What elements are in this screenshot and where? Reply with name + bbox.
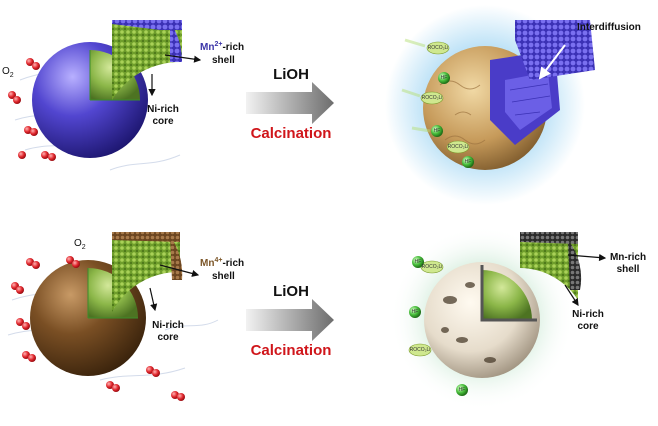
top-process-label: Calcination (250, 125, 332, 142)
top-hf-tag-3: HF (464, 159, 472, 165)
top-core-wedge (112, 20, 182, 100)
bottom-product-particle (390, 226, 607, 410)
top-rocoli-tag-2: ROCO₂Li (421, 95, 443, 101)
bottom-hf-tag-2: HF (411, 309, 419, 315)
bottom-byproduct-molecules (408, 256, 468, 396)
bottom-precursor-particle (7, 232, 219, 401)
bottom-product-shell-wedge (568, 240, 582, 290)
top-rocoli-tag-1: ROCO₂Li (427, 45, 449, 51)
top-process-arrow (246, 82, 334, 124)
bottom-process-arrow (246, 299, 334, 341)
interdiffusion-label: Interdiffusion (577, 22, 641, 33)
top-precursor-particle (8, 20, 202, 171)
top-shell-wedge (170, 22, 183, 62)
bottom-process-label: Calcination (250, 342, 332, 359)
top-rocoli-tag-3: ROCO₂Li (447, 144, 469, 150)
bottom-core-wedge (112, 236, 180, 312)
bottom-o2-label: O2 (74, 238, 86, 251)
bottom-hf-tag-3: HF (458, 387, 466, 393)
top-hf-tag-2: HF (433, 128, 441, 134)
bottom-shell-label: Mn4+-rich shell (200, 257, 245, 282)
bottom-rocoli-tag-2: ROCO₂Li (409, 347, 431, 353)
bottom-hf-tag-1: HF (414, 259, 422, 265)
top-product-particle (385, 5, 595, 205)
bottom-product-core-wedge (520, 240, 578, 300)
bottom-rocoli-tag-1: ROCO₂Li (421, 264, 443, 270)
top-shell-label: Mn2+-rich shell (200, 41, 245, 66)
top-o2-label: O2 (2, 66, 14, 79)
top-hf-tag-1: HF (440, 75, 448, 81)
bottom-o2-molecules (11, 256, 185, 401)
bottom-product-core-section (482, 270, 532, 320)
top-o2-molecules (8, 58, 56, 161)
top-byproduct-molecules (420, 41, 474, 168)
top-interdiffusion-grains (515, 20, 595, 80)
bottom-reagent-label: LiOH (273, 283, 309, 300)
top-reagent-label: LiOH (273, 66, 309, 83)
